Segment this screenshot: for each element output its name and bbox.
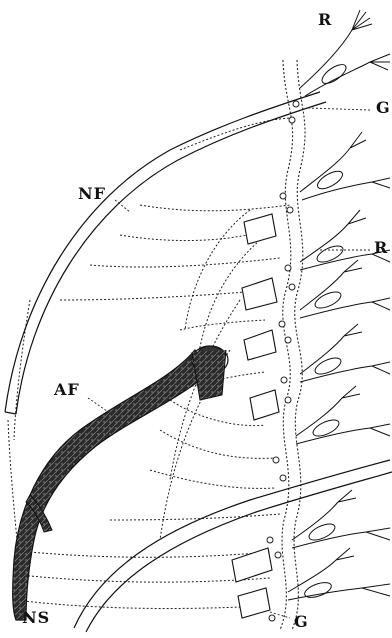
label-nf: NF	[78, 186, 106, 202]
artery-af	[13, 346, 228, 620]
sympathetic-trunk	[280, 60, 305, 630]
label-af: AF	[54, 382, 80, 398]
label-r-top: R	[318, 12, 332, 28]
label-r-mid: R	[374, 240, 388, 256]
ganglia	[263, 101, 299, 621]
dotted-connectors	[8, 118, 290, 608]
nerve-roots	[288, 10, 390, 600]
label-g-top: G	[376, 100, 391, 116]
nerve-trunk-nf	[5, 92, 326, 414]
nerve-stumps	[232, 214, 279, 618]
label-ns: NS	[22, 610, 50, 626]
label-g-bottom: G	[294, 614, 309, 630]
nerve-trunk-ns	[74, 460, 392, 632]
leader-lines	[88, 108, 370, 618]
